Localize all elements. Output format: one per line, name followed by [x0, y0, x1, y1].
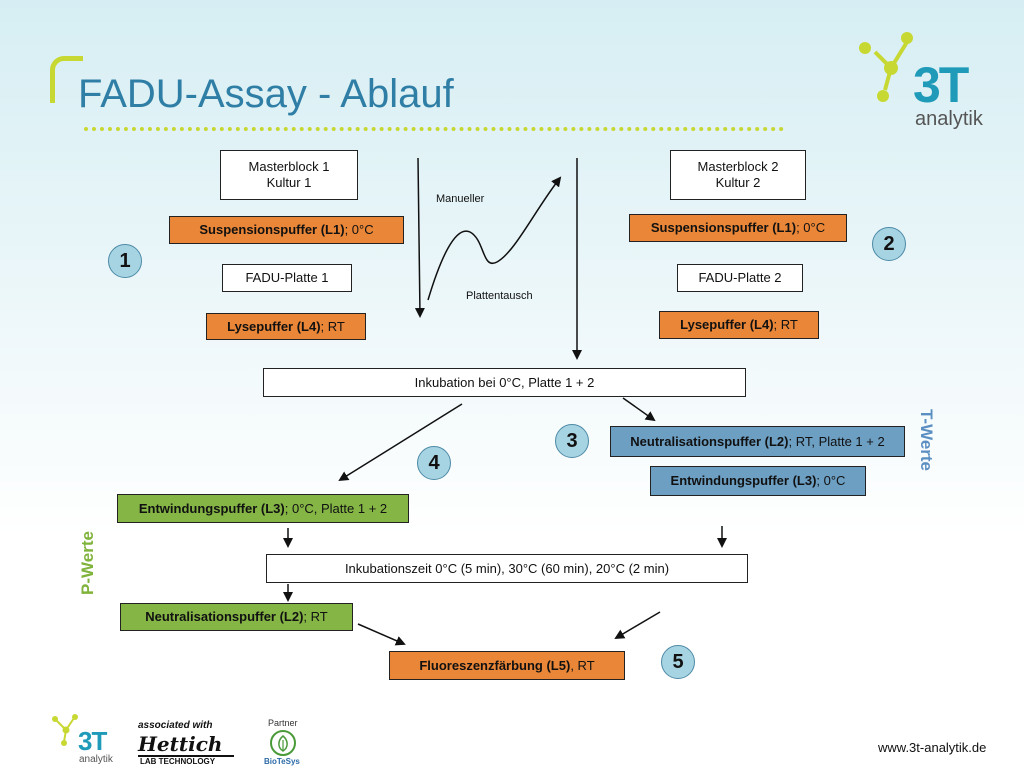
neutralisation-buffer-p-box: Neutralisationspuffer (L2); RT: [120, 603, 353, 631]
arrow-t-to-final: [614, 611, 661, 640]
suspension-left-rest: ; 0°C: [344, 222, 374, 238]
footer-website-url[interactable]: www.3t-analytik.de: [878, 740, 987, 755]
fluorescence-staining-box: Fluoreszenzfärbung (L5), RT: [389, 651, 625, 680]
hettich-logo-sub: LAB TECHNOLOGY: [140, 757, 216, 766]
unwind-t-rest: ; 0°C: [816, 473, 846, 489]
lyse-right-rest: ; RT: [773, 317, 798, 333]
suspension-buffer-left-box: Suspensionspuffer (L1); 0°C: [169, 216, 404, 244]
partner-label: Partner: [268, 718, 298, 728]
unwind-p-rest: ; 0°C, Platte 1 + 2: [284, 500, 388, 516]
unwinding-buffer-p-box: Entwindungspuffer (L3); 0°C, Platte 1 + …: [117, 494, 409, 523]
unwind-p-bold: Entwindungspuffer (L3): [138, 500, 285, 516]
final-bold: Fluoreszenzfärbung (L5): [419, 657, 571, 673]
unwinding-buffer-t-box: Entwindungspuffer (L3); 0°C: [650, 466, 866, 496]
suspension-right-rest: ; 0°C: [796, 220, 826, 236]
biotesys-leaf-icon: [270, 730, 296, 756]
incubation-2-label: Inkubationszeit 0°C (5 min), 30°C (60 mi…: [344, 560, 670, 576]
incubation-1-label: Inkubation bei 0°C, Platte 1 + 2: [414, 374, 595, 390]
incubation-2-box: Inkubationszeit 0°C (5 min), 30°C (60 mi…: [266, 554, 748, 583]
swap-label-bottom: Plattentausch: [466, 290, 533, 302]
final-rest: , RT: [570, 657, 595, 673]
title-bracket-decoration: [50, 56, 83, 103]
swap-label-top: Manueller: [436, 193, 485, 205]
t-values-label: T-Werte: [917, 408, 936, 472]
fadu-plate-1-label: FADU-Platte 1: [245, 270, 329, 286]
hettich-underline: [138, 755, 234, 757]
hettich-logo-mark: Hettich: [138, 732, 223, 756]
neutral-t-bold: Neutralisationspuffer (L2): [630, 433, 789, 449]
lyse-buffer-left-box: Lysepuffer (L4); RT: [206, 313, 366, 340]
footer-logo-sub: analytik: [79, 754, 113, 765]
arrow-swap-left-down: [414, 157, 425, 318]
step-5-circle: 5: [661, 645, 695, 679]
logo-mark: 3T: [913, 57, 969, 113]
fadu-plate-1-box: FADU-Platte 1: [222, 264, 352, 292]
masterblock-2-line1: Masterblock 2: [697, 159, 779, 175]
step-1-circle: 1: [108, 244, 142, 278]
arrow-p-to-final: [357, 623, 406, 646]
masterblock-1-line2: Kultur 1: [266, 175, 312, 190]
step-2-circle: 2: [872, 227, 906, 261]
neutral-p-bold: Neutralisationspuffer (L2): [145, 609, 304, 625]
arrow-to-t-branch: [622, 397, 656, 422]
neutral-t-rest: ; RT, Platte 1 + 2: [788, 433, 885, 449]
suspension-buffer-right-box: Suspensionspuffer (L1); 0°C: [629, 214, 847, 242]
lyse-left-rest: ; RT: [320, 318, 345, 334]
fadu-plate-2-label: FADU-Platte 2: [698, 270, 782, 286]
masterblock-2-box: Masterblock 2 Kultur 2: [670, 150, 806, 200]
slide-title: FADU-Assay - Ablauf: [78, 72, 454, 116]
molecule-icon: [859, 32, 913, 102]
neutral-p-rest: ; RT: [303, 609, 328, 625]
lyse-right-bold: Lysepuffer (L4): [680, 317, 774, 333]
fadu-plate-2-box: FADU-Platte 2: [677, 264, 803, 292]
title-dotted-rule: [84, 127, 784, 131]
masterblock-1-line1: Masterblock 1: [248, 159, 330, 175]
unwind-t-bold: Entwindungspuffer (L3): [670, 473, 817, 489]
neutralisation-buffer-t-box: Neutralisationspuffer (L2); RT, Platte 1…: [610, 426, 905, 457]
step-3-circle: 3: [555, 424, 589, 458]
p-values-label: P-Werte: [78, 531, 97, 595]
step-4-circle: 4: [417, 446, 451, 480]
lyse-buffer-right-box: Lysepuffer (L4); RT: [659, 311, 819, 339]
footer-logo-mark: 3T: [78, 726, 107, 756]
suspension-right-bold: Suspensionspuffer (L1): [650, 220, 797, 236]
associated-with-label: associated with: [138, 720, 213, 731]
footer-logo-3t: 3T analytik: [50, 712, 130, 768]
biotesys-label: BioTeSys: [264, 757, 300, 766]
logo-subtext: analytik: [915, 108, 983, 130]
masterblock-1-box: Masterblock 1 Kultur 1: [220, 150, 358, 200]
logo-3t-analytik: 3T analytik: [855, 28, 995, 138]
incubation-1-box: Inkubation bei 0°C, Platte 1 + 2: [263, 368, 746, 397]
suspension-left-bold: Suspensionspuffer (L1): [199, 222, 345, 238]
masterblock-2-line2: Kultur 2: [715, 175, 761, 190]
small-molecule-icon: [52, 714, 78, 746]
lyse-left-bold: Lysepuffer (L4): [227, 318, 321, 334]
